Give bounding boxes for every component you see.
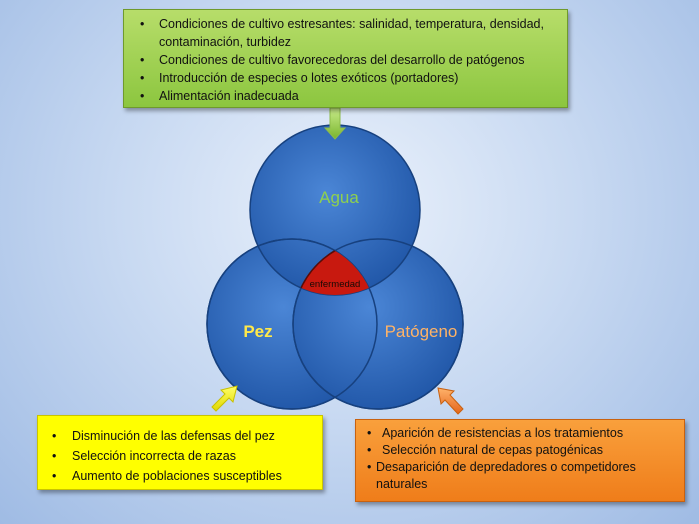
arrow-up-right-icon xyxy=(211,385,238,412)
label-pez: Pez xyxy=(243,322,272,341)
list-item: Selección incorrecta de razas xyxy=(44,446,316,466)
outline-pez-front xyxy=(206,238,378,410)
list-item: Disminución de las defensas del pez xyxy=(44,426,316,446)
intersection-enfermedad xyxy=(292,239,377,295)
label-patogeno: Patógeno xyxy=(385,322,458,341)
label-agua: Agua xyxy=(319,188,359,207)
list-item: Condiciones de cultivo favorecedoras del… xyxy=(132,51,559,69)
causes-pathogen-box: Aparición de resistencias a los tratamie… xyxy=(355,419,685,502)
list-item: Selección natural de cepas patogénicas xyxy=(362,442,678,459)
arrow-up-left-icon xyxy=(437,387,464,415)
list-item: Aumento de poblaciones susceptibles xyxy=(44,466,316,486)
causes-fish-box: Disminución de las defensas del pez Sele… xyxy=(37,415,323,490)
list-item: Desaparición de depredadores o competido… xyxy=(362,459,678,493)
list-item: Alimentación inadecuada xyxy=(132,87,559,105)
causes-environment-box: Condiciones de cultivo estresantes: sali… xyxy=(123,9,568,108)
arrow-down-icon xyxy=(323,107,347,140)
list-item: Aparición de resistencias a los tratamie… xyxy=(362,425,678,442)
label-enfermedad: enfermedad xyxy=(310,279,361,290)
list-item: Introducción de especies o lotes exótico… xyxy=(132,69,559,87)
list-item: Condiciones de cultivo estresantes: sali… xyxy=(132,15,559,51)
outline-patogeno xyxy=(292,238,464,410)
